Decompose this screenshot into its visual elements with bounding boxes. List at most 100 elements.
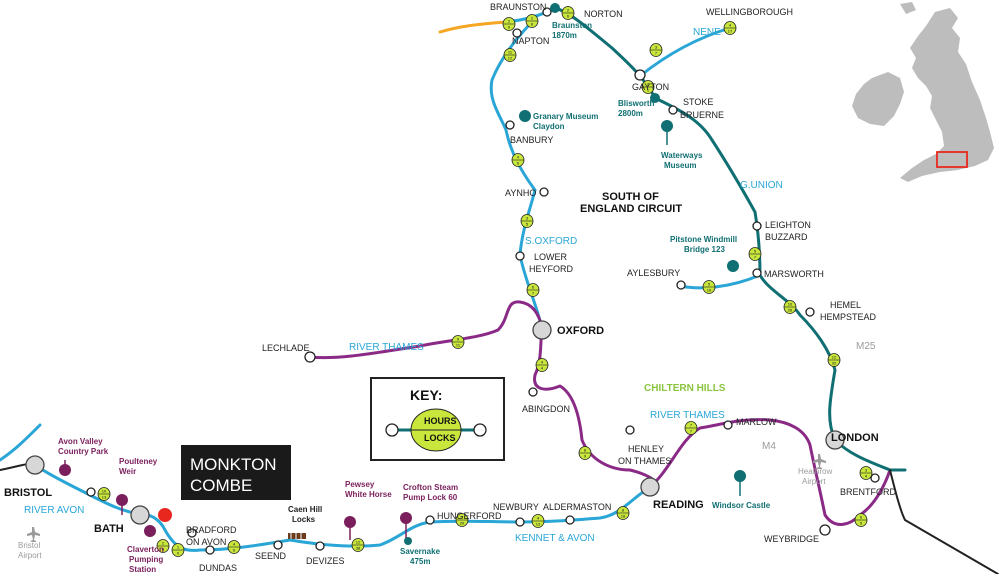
lock-count: 6	[162, 547, 165, 552]
label-london: LONDON	[831, 432, 879, 444]
devizes-node	[315, 541, 325, 551]
savernake-tunnel-marker	[404, 537, 412, 545]
label-banbury: BANBURY	[510, 135, 553, 145]
lock-hours: 10	[788, 302, 793, 307]
blisworth-tunnel-marker	[650, 93, 660, 103]
label-savernake-2: 475m	[410, 557, 430, 566]
lock-count: 1	[647, 88, 650, 93]
label-brentford: BRENTFORD	[840, 487, 897, 497]
label-caen-hill-1: Caen Hill	[288, 505, 322, 514]
napton-node	[512, 28, 522, 38]
label-marsworth: MARSWORTH	[764, 269, 824, 279]
lock-count: 20	[460, 521, 465, 526]
grand-union-brentford-line	[833, 438, 907, 472]
label-bradford: BRADFORD	[186, 525, 237, 535]
lock-count: 13	[536, 522, 541, 527]
label-m4: M4	[762, 441, 776, 452]
lock-count: 13	[102, 495, 107, 500]
label-poulteney-1: Poulteney	[119, 457, 158, 466]
granary-museum-marker	[519, 110, 531, 122]
nene-line	[638, 26, 732, 78]
lock-hours: 1	[177, 545, 180, 550]
lock-count: 4	[865, 474, 868, 479]
caen-hill-locks-marker	[288, 533, 306, 539]
label-gayton: GAYTON	[632, 82, 669, 92]
attraction-labels: Braunston 1870m Blisworth 2800m Granary …	[18, 21, 832, 574]
callout-line-2: COMBE	[190, 476, 252, 495]
lock-marker-napton-a: 29	[502, 17, 516, 31]
lock-count: 12	[508, 56, 513, 61]
label-bristol-airport-2: Airport	[18, 551, 42, 560]
lock-markers: 2626291112374172146356757516102612329114…	[97, 6, 873, 557]
lock-hours: 8	[584, 448, 587, 453]
title-line-1: SOUTH OF	[602, 191, 659, 203]
braunston-tunnel-marker	[550, 3, 560, 13]
bristol-channel-line	[0, 423, 42, 462]
weybridge-node	[819, 524, 831, 536]
label-crofton-2: Pump Lock 60	[403, 493, 458, 502]
lechlade-node	[304, 351, 316, 363]
lock-count: 32	[832, 361, 837, 366]
lock-marker-newbury-a: 413	[531, 514, 545, 528]
label-on-thames: ON THAMES	[618, 456, 671, 466]
region-labels: CHILTERN HILLS M25 M4	[644, 341, 876, 452]
lock-hours: 12	[832, 355, 837, 360]
label-aynho: AYNHO	[505, 188, 536, 198]
label-bristol-airport-1: Bristol	[18, 541, 40, 550]
lock-count: 38	[356, 546, 361, 551]
lock-count: 6	[567, 14, 570, 19]
lock-hours: 4	[541, 360, 544, 365]
label-windsor: Windsor Castle	[712, 501, 771, 510]
lock-count: 7	[690, 429, 693, 434]
brentford-node	[870, 473, 880, 483]
label-heyford: HEYFORD	[529, 264, 574, 274]
label-g-union: G.UNION	[740, 180, 783, 191]
label-river-avon: RIVER AVON	[24, 505, 84, 516]
oxford-city-node	[532, 320, 552, 340]
lock-count: 5	[526, 222, 529, 227]
lock-marker-brentford-a: 34	[859, 466, 873, 480]
lock-marker-thames-w: 911	[451, 335, 465, 349]
label-pewsey-1: Pewsey	[345, 480, 375, 489]
pewsey-marker	[344, 516, 356, 528]
label-pitstone-1: Pitstone Windmill	[670, 235, 737, 244]
banbury-node	[505, 120, 515, 130]
lock-hours: 10	[102, 489, 107, 494]
label-heathrow-1: Heathrow	[798, 467, 832, 476]
poulteney-weir-marker	[116, 494, 128, 506]
label-savernake-1: Savernake	[400, 547, 441, 556]
waterway-labels: NENE G.UNION S.OXFORD RIVER THAMES RIVER…	[24, 27, 783, 544]
newbury-node	[515, 517, 525, 527]
label-heathrow-2: Airport	[802, 477, 826, 486]
lock-hours: 4	[729, 23, 732, 28]
label-hemel: HEMEL	[830, 300, 861, 310]
label-aldermaston: ALDERMASTON	[543, 502, 611, 512]
label-braunston-tunnel-1: Braunston	[552, 21, 592, 30]
lock-count: 11	[456, 343, 461, 348]
label-norton: NORTON	[584, 9, 623, 19]
lock-marker-oxford-a: 44	[535, 358, 549, 372]
label-chiltern-hills: CHILTERN HILLS	[644, 383, 726, 394]
hemel-node	[805, 307, 815, 317]
lock-count: 17	[728, 29, 733, 34]
label-on-avon: ON AVON	[186, 537, 226, 547]
windsor-castle-marker	[734, 470, 746, 482]
label-marlow: MARLOW	[736, 417, 777, 427]
seend-node	[273, 540, 283, 550]
crofton-marker	[400, 512, 412, 524]
lock-count: 5	[860, 521, 863, 526]
label-braunston: BRAUNSTON	[490, 2, 546, 12]
lock-count: 4	[541, 366, 544, 371]
label-river-thames-west: RIVER THAMES	[349, 342, 424, 353]
lock-count: 9	[584, 454, 587, 459]
label-granary-2: Claydon	[533, 122, 565, 131]
henley-node	[625, 425, 635, 435]
label-avon-valley-2: Country Park	[58, 447, 109, 456]
lock-marker-gayton-b: 21	[641, 80, 655, 94]
lock-count: 0	[177, 551, 180, 556]
label-oxford: OXFORD	[557, 325, 604, 337]
